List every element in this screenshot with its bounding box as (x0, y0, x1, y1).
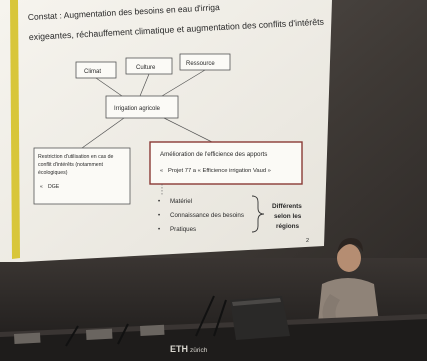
box-amelioration-line1: Amélioration de l'efficience des apports (160, 151, 267, 158)
box-restriction (33, 147, 131, 205)
connector-climat (95, 77, 123, 97)
slide-accent-bar (10, 0, 20, 259)
microphone-stem (213, 299, 227, 337)
microphone-stem (117, 323, 129, 345)
box-amelioration-bullet: Projet 77 a « Efficience irrigation Vaud… (168, 168, 271, 174)
laptop (230, 296, 290, 340)
connector-culture (139, 73, 150, 97)
box-irrigation (105, 95, 179, 119)
box-restriction-line2: conflit d'intérêts (notamment (38, 162, 104, 168)
box-restriction-line1: Restriction d'utilisation en cas de (38, 154, 113, 160)
laptop-screen-edge (232, 298, 281, 306)
lectern: ETH zürich (0, 295, 427, 361)
box-amelioration-bullet-marker: « (160, 168, 163, 174)
brace-label-line1: Différents (272, 203, 302, 210)
curly-brace (251, 195, 265, 233)
connector-ressource (161, 69, 206, 97)
eth-logo-text: ETH (170, 344, 188, 354)
bullet-dot: • (158, 213, 160, 219)
desk-placard (140, 324, 165, 336)
brace-label-line2: selon les (274, 213, 302, 220)
bullet-item-materiel: Matériel (170, 198, 192, 205)
bullet-list: • Matériel • Connaissance des besoins • … (158, 198, 244, 233)
microphone-stem (65, 325, 79, 347)
connector-amelioration (163, 117, 213, 143)
projected-slide: Constat : Augmentation des besoins en ea… (0, 0, 332, 262)
eth-logo-zurich: zürich (190, 347, 208, 354)
bullet-dot: • (158, 199, 160, 205)
bullet-item-connaissance: Connaissance des besoins (170, 212, 244, 219)
box-restriction-bullet-marker: « (40, 184, 43, 190)
box-climat-label: Climat (84, 69, 101, 75)
box-ressource-label: Ressource (186, 61, 215, 67)
desk-placard (86, 328, 113, 340)
lectern-desk (0, 318, 427, 361)
speaker-head (337, 244, 361, 272)
bullet-dot: • (158, 227, 160, 233)
box-restriction-line3: écologiques) (38, 170, 68, 176)
bullet-item-pratiques: Pratiques (170, 226, 196, 233)
box-amelioration (149, 141, 303, 185)
microphone-stem (195, 295, 215, 337)
box-restriction-bullet: DGE (48, 184, 60, 190)
connector-restriction (81, 117, 125, 149)
box-irrigation-label: Irrigation agricole (114, 106, 161, 112)
slide-page-number: 2 (306, 238, 309, 244)
desk-placard (13, 332, 41, 344)
speaker-hair (337, 238, 363, 254)
box-culture-label: Culture (136, 65, 156, 71)
brace-label-line3: régions (276, 223, 300, 230)
